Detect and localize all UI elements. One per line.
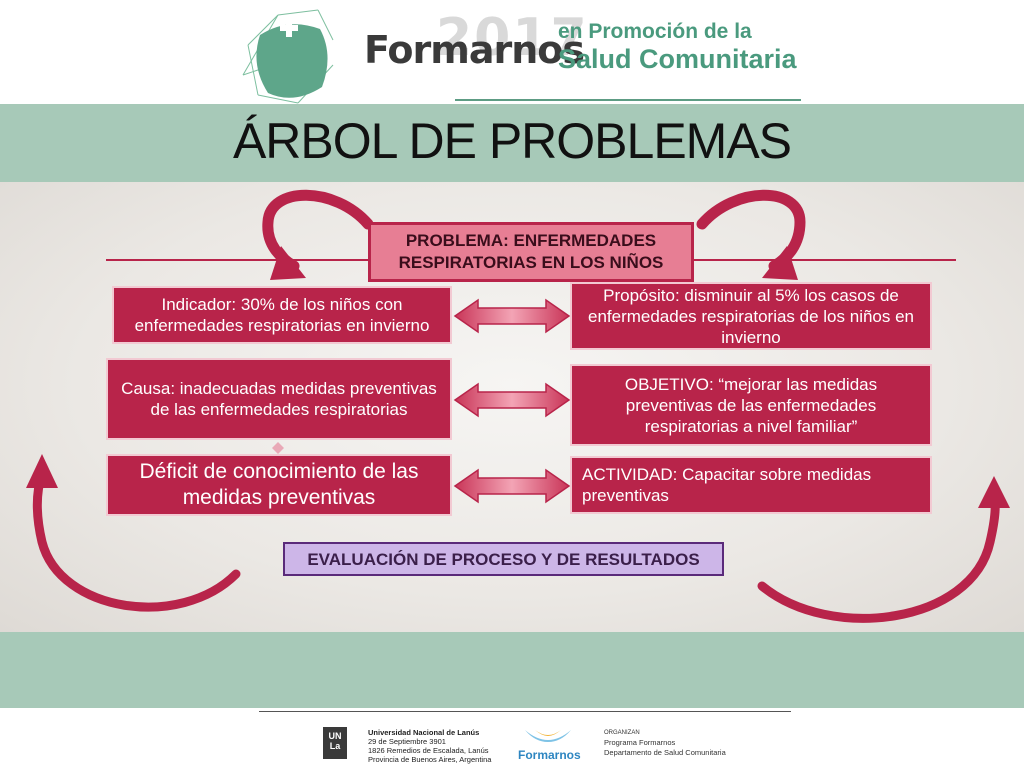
- unla-address-3: Provincia de Buenos Aires, Argentina: [368, 755, 492, 764]
- formarnos-logo-icon: [242, 9, 334, 104]
- unla-address-1: 29 de Septiembre 3901: [368, 737, 446, 746]
- header-divider: [455, 99, 801, 101]
- unla-name: Universidad Nacional de Lanús: [368, 728, 480, 737]
- diamond-marker: [272, 442, 284, 454]
- double-arrow-causa: [453, 382, 571, 418]
- formarnos-footer-wordmark: Formarnos: [518, 748, 581, 762]
- curved-arrow-bottom-right: [757, 489, 1000, 623]
- brand-name: Formarnos: [364, 28, 585, 72]
- actividad-box: ACTIVIDAD: Capacitar sobre medidas preve…: [570, 456, 932, 514]
- indicador-box: Indicador: 30% de los niños con enfermed…: [112, 286, 452, 344]
- organizer-1: Programa Formarnos: [604, 738, 676, 747]
- deficit-box: Déficit de conocimiento de las medidas p…: [106, 454, 452, 516]
- double-arrow-deficit: [453, 468, 571, 504]
- title-band: [0, 104, 1024, 182]
- event-year: 2017: [436, 8, 589, 68]
- formarnos-footer-logo-icon: [525, 730, 571, 742]
- double-arrow-indicador: [453, 298, 571, 334]
- unla-address-2: 1826 Remedios de Escalada, Lanús: [368, 746, 489, 755]
- organizer-2: Departamento de Salud Comunitaria: [604, 748, 726, 757]
- tagline-line-2: Salud Comunitaria: [558, 44, 797, 74]
- causa-box: Causa: inadecuadas medidas preventivas d…: [106, 358, 452, 440]
- objetivo-box: OBJETIVO: “mejorar las medidas preventiv…: [570, 364, 932, 446]
- curved-arrow-top-left: [262, 189, 374, 272]
- organizers-label: ORGANIZAN: [604, 730, 640, 736]
- proposito-box: Propósito: disminuir al 5% los casos de …: [570, 282, 932, 350]
- footer-divider: [259, 711, 791, 712]
- problem-box: PROBLEMA: ENFERMEDADES RESPIRATORIAS EN …: [368, 222, 694, 282]
- curved-arrow-bottom-left: [32, 469, 241, 612]
- organizers-info: ORGANIZAN Programa Formarnos Departament…: [604, 728, 744, 758]
- slide-title: ÁRBOL DE PROBLEMAS: [232, 113, 792, 169]
- evaluacion-box: EVALUACIÓN DE PROCESO Y DE RESULTADOS: [283, 542, 724, 576]
- tagline-line-1: en Promoción de la: [558, 20, 752, 43]
- unla-logo-icon: UN La: [323, 727, 347, 759]
- diagram-connectors: [26, 189, 1010, 623]
- bottom-band: [0, 632, 1024, 708]
- unla-info: Universidad Nacional de Lanús 29 de Sept…: [368, 728, 508, 764]
